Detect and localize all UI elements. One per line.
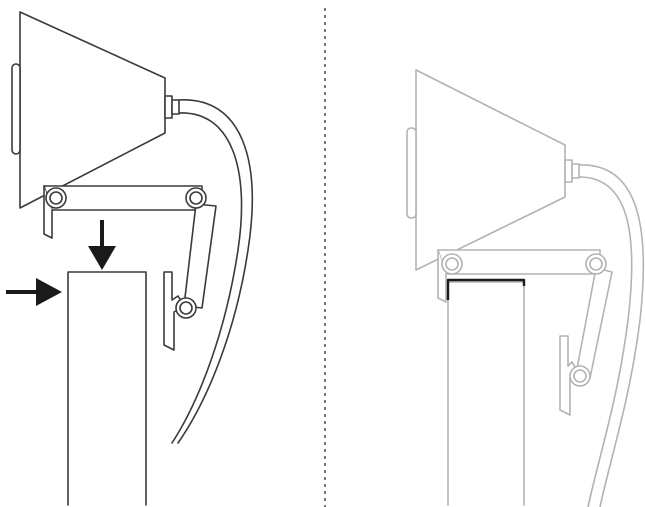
monitor-edge xyxy=(67,271,147,506)
webcam-body xyxy=(19,11,166,209)
cable-connector xyxy=(164,95,180,119)
webcam-body-mounted xyxy=(415,69,566,271)
webcam-cable xyxy=(171,99,254,444)
left-panel-attaching xyxy=(11,11,254,506)
arrow-right-icon xyxy=(6,278,62,306)
monitor-edge-mounted xyxy=(447,281,525,506)
webcam-cable-mounted xyxy=(577,164,645,507)
webcam-lens-mounted xyxy=(406,127,417,219)
cable-connector-mounted xyxy=(564,159,580,183)
mount-clip-mounted xyxy=(437,249,613,416)
arrow-down-icon xyxy=(88,220,116,270)
contact-highlight xyxy=(446,278,526,300)
webcam-lens xyxy=(11,63,21,155)
right-panel-mounted xyxy=(406,69,645,507)
mount-clip xyxy=(43,185,217,351)
